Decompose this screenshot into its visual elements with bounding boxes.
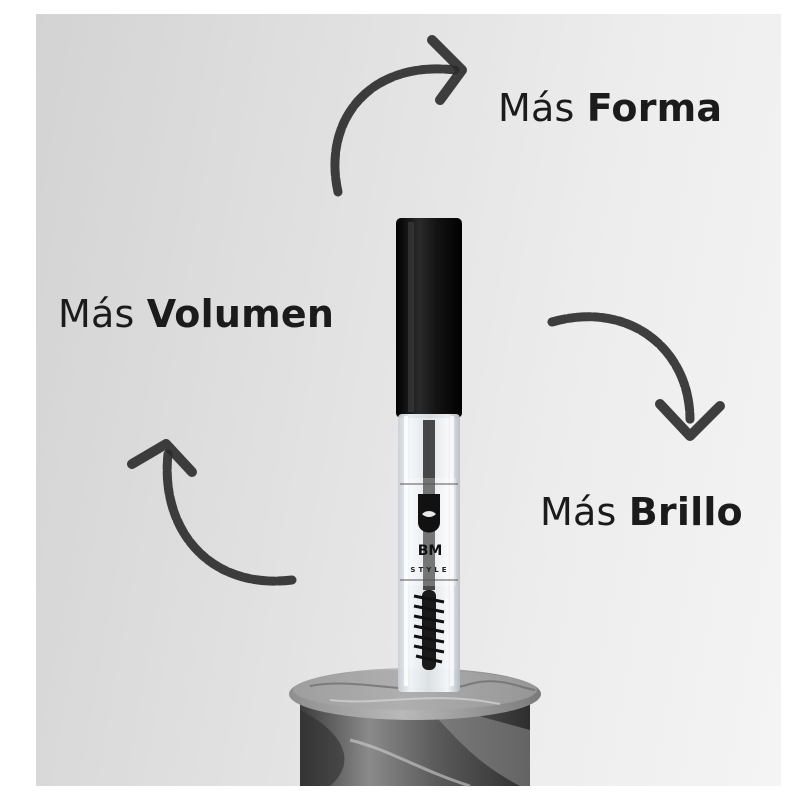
claim-prefix: Más (498, 86, 575, 130)
claim-word: Volumen (146, 292, 335, 336)
claim-mas-brillo: Más Brillo (540, 490, 743, 534)
curved-arrow-icon (127, 439, 297, 586)
brand-initials: BM (418, 543, 443, 559)
mascara-tube: BM STYLE (396, 218, 462, 692)
tube-cap (396, 218, 462, 418)
claim-prefix: Más (540, 490, 617, 534)
curved-arrow-icon (547, 312, 725, 441)
mascara-brush-icon (413, 590, 445, 670)
claim-prefix: Más (58, 292, 135, 336)
product-label: BM STYLE (400, 478, 458, 586)
claim-word: Brillo (628, 490, 743, 534)
beard-logo-icon (418, 494, 440, 533)
brand-subtitle: STYLE (410, 566, 449, 574)
claim-mas-volumen: Más Volumen (58, 292, 334, 336)
claim-word: Forma (586, 86, 723, 130)
curved-arrow-icon (330, 35, 467, 197)
claim-mas-forma: Más Forma (498, 86, 722, 130)
